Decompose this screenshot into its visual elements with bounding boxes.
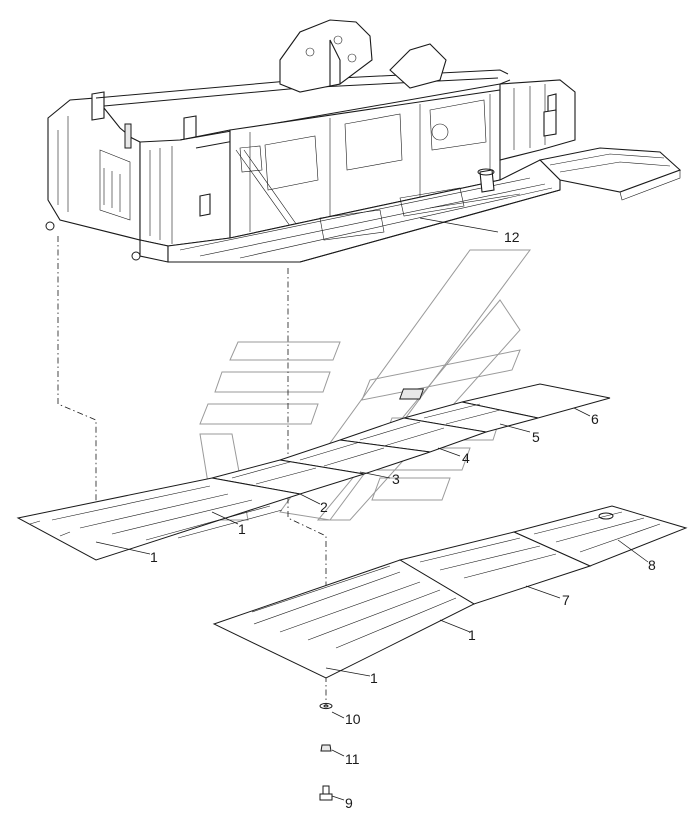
- watermark-logo: [199, 249, 531, 521]
- callout-11: 11: [345, 751, 360, 767]
- leader-lines: [95, 217, 649, 801]
- callout-12: 12: [504, 229, 520, 245]
- callout-3: 3: [392, 471, 400, 487]
- callout-6: 6: [591, 411, 599, 427]
- callout-4: 4: [462, 450, 470, 466]
- callout-10: 10: [345, 711, 361, 727]
- callout-1-lower-left: 1: [370, 670, 378, 686]
- callout-labels: 12 6 5 4 3 2 1 1 8 7 1 1 10 11 9: [150, 229, 656, 811]
- fastener-nut: [320, 744, 332, 752]
- callout-2: 2: [320, 499, 328, 515]
- callout-5: 5: [532, 429, 540, 445]
- callout-1-upper-left: 1: [150, 549, 158, 565]
- lower-belly-panels: [212, 505, 688, 679]
- callout-7: 7: [562, 592, 570, 608]
- callout-9: 9: [345, 795, 353, 811]
- alignment-lines: [57, 236, 327, 706]
- fastener-washer: [319, 702, 333, 710]
- vehicle-frame: [45, 19, 682, 263]
- callout-8: 8: [648, 557, 656, 573]
- callout-1-lower-right: 1: [468, 627, 476, 643]
- fastener-bolt: [319, 785, 333, 801]
- callout-1-upper-right: 1: [238, 521, 246, 537]
- upper-belly-panels: [16, 383, 611, 561]
